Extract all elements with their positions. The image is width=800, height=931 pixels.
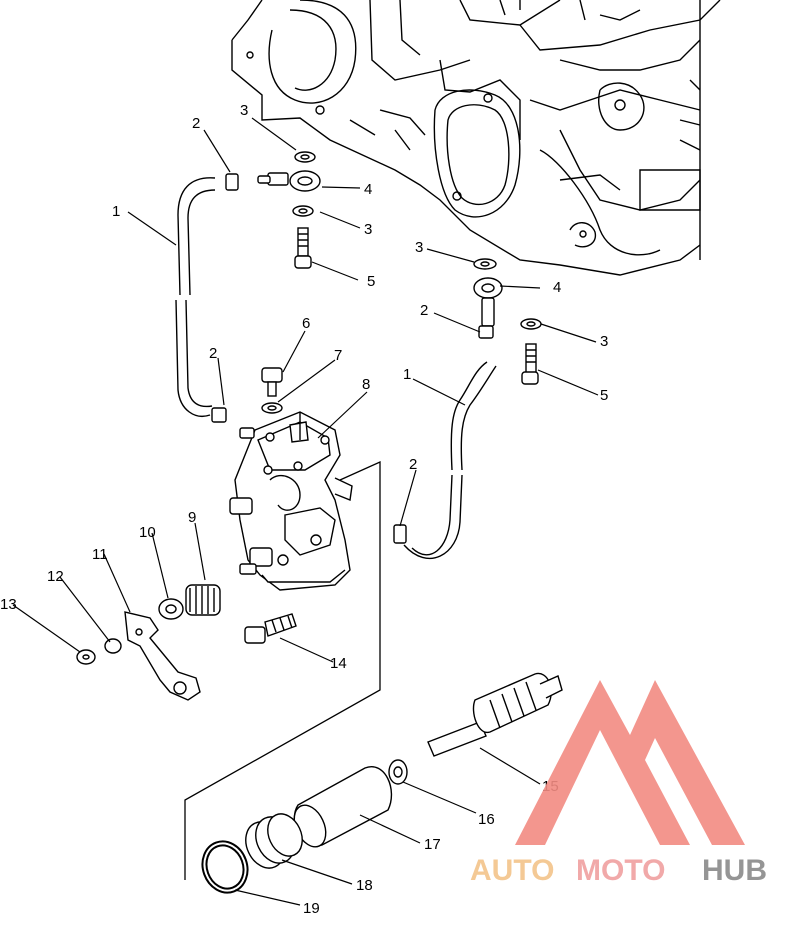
callout-3: 3 xyxy=(600,333,608,350)
left-banjo-fitting-stack xyxy=(225,151,321,269)
spring-18 xyxy=(245,813,303,869)
callout-2: 2 xyxy=(409,456,417,473)
sleeve-17 xyxy=(293,765,393,848)
callout-11: 11 xyxy=(92,546,108,563)
callout-2: 2 xyxy=(420,302,428,319)
automotohub-watermark: AUTO MOTO HUB xyxy=(470,680,767,887)
washer-16 xyxy=(388,759,408,785)
callout-6: 6 xyxy=(302,315,310,332)
assembly-boundary-lines xyxy=(184,460,381,880)
watermark-auto: AUTO xyxy=(470,854,554,887)
drive-shaft-assembly xyxy=(427,672,563,757)
callout-1: 1 xyxy=(112,203,120,220)
callout-19: 19 xyxy=(303,900,320,917)
callout-7: 7 xyxy=(334,347,342,364)
callout-13: 13 xyxy=(0,596,17,613)
callout-labels: 1 2 3 4 3 5 3 4 2 3 5 1 6 2 7 8 2 9 10 1… xyxy=(0,102,608,917)
callout-3: 3 xyxy=(364,221,372,238)
callout-4: 4 xyxy=(553,279,561,296)
pump-bolt-and-washer xyxy=(261,367,283,414)
callout-14: 14 xyxy=(330,655,347,672)
callout-5: 5 xyxy=(600,387,608,404)
callout-10: 10 xyxy=(139,524,156,541)
callout-2: 2 xyxy=(209,345,217,362)
right-banjo-fitting-stack xyxy=(473,258,542,385)
oil-lines xyxy=(175,177,497,560)
callout-1: 1 xyxy=(403,366,411,383)
control-lever-assembly xyxy=(76,584,221,701)
callout-17: 17 xyxy=(424,836,441,853)
callout-8: 8 xyxy=(362,376,370,393)
callout-9: 9 xyxy=(188,509,196,526)
automotohub-logo xyxy=(515,680,745,845)
callout-12: 12 xyxy=(47,568,64,585)
callout-5: 5 xyxy=(367,273,375,290)
leader-lines xyxy=(12,117,599,906)
callout-3: 3 xyxy=(240,102,248,119)
callout-2: 2 xyxy=(192,115,200,132)
watermark-hub: HUB xyxy=(702,854,767,887)
oil-pump-body xyxy=(229,411,353,591)
callout-16: 16 xyxy=(478,811,495,828)
callout-18: 18 xyxy=(356,877,373,894)
callout-3: 3 xyxy=(415,239,423,256)
o-ring-19 xyxy=(201,840,249,894)
callout-4: 4 xyxy=(364,181,372,198)
engine-crankcase xyxy=(231,0,721,276)
watermark-moto: MOTO xyxy=(576,854,665,887)
hose-clamps xyxy=(211,407,407,544)
mounting-bolt xyxy=(244,613,297,644)
